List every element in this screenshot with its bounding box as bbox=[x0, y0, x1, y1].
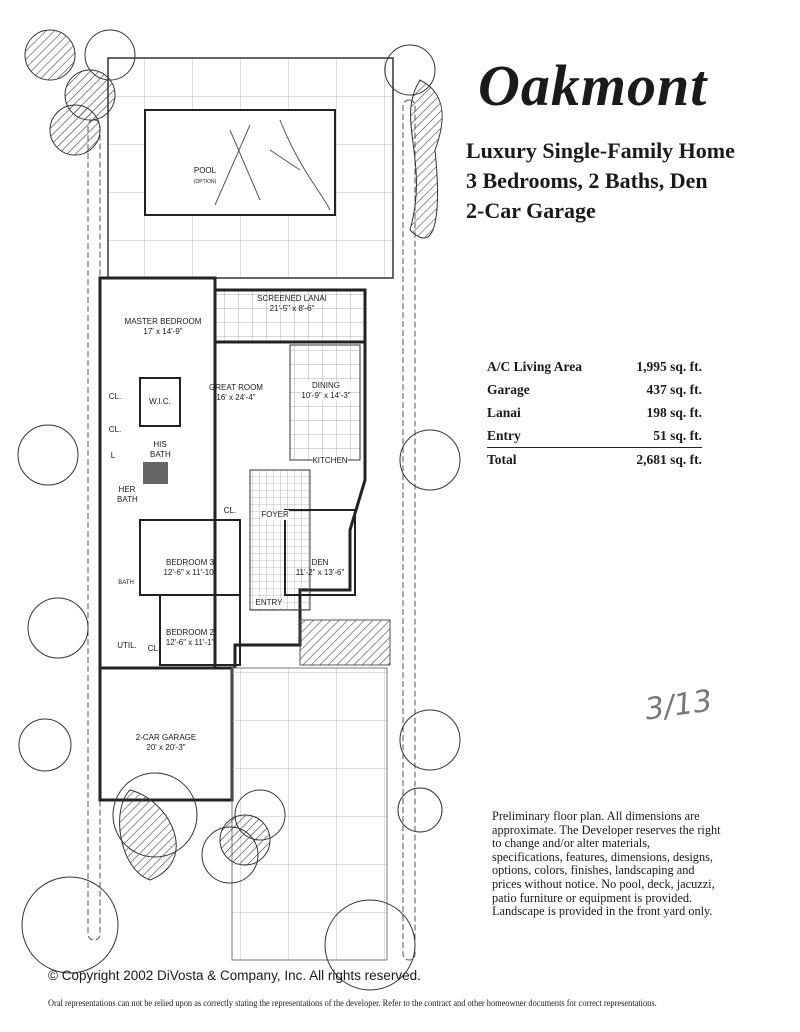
hedge-row-left bbox=[87, 119, 101, 941]
bed2-name: BEDROOM 2 bbox=[165, 628, 215, 637]
landscape-trees bbox=[17, 29, 461, 991]
dining-dims: 10'-9" x 14'-3" bbox=[301, 391, 351, 400]
area-value: 437 sq. ft. bbox=[646, 382, 702, 397]
kitchen-label: KITCHEN bbox=[312, 456, 348, 466]
area-label: Entry bbox=[487, 428, 521, 443]
pool-note: (OPTION) bbox=[193, 179, 217, 185]
garage-dims: 20' x 20'-3" bbox=[146, 743, 186, 752]
great-name: GREAT ROOM bbox=[209, 383, 263, 392]
bed3-name: BEDROOM 3 bbox=[165, 558, 214, 567]
bed3-dims: 12'-6" x 11'-10" bbox=[163, 568, 217, 577]
her-bath-label: HER BATH bbox=[117, 485, 138, 504]
closet-label: CL. bbox=[108, 392, 122, 401]
area-row: Garage 437 sq. ft. bbox=[487, 378, 702, 401]
area-row: A/C Living Area 1,995 sq. ft. bbox=[487, 355, 702, 378]
bath-label: BATH bbox=[118, 580, 134, 586]
area-row: Lanai 198 sq. ft. bbox=[487, 401, 702, 424]
area-row: Entry 51 sq. ft. bbox=[487, 424, 702, 447]
den-name: DEN bbox=[311, 558, 329, 567]
bed2-dims: 12'-6" x 11'-1" bbox=[165, 638, 215, 647]
area-value: 2,681 sq. ft. bbox=[636, 452, 702, 467]
subtitle-line-2: 3 Bedrooms, 2 Baths, Den bbox=[466, 168, 708, 193]
driveway bbox=[231, 667, 388, 961]
den-dims: 11'-2" x 13'-6" bbox=[295, 568, 345, 577]
garage bbox=[98, 666, 234, 802]
oral-representation-notice: Oral representations can not be relied u… bbox=[48, 998, 657, 1008]
area-label: Lanai bbox=[487, 405, 521, 420]
foyer-label: FOYER bbox=[261, 510, 289, 520]
pool-label: POOL (OPTION) bbox=[194, 166, 217, 187]
area-value: 51 sq. ft. bbox=[653, 428, 702, 443]
closet-label-3: CL. bbox=[223, 506, 237, 515]
pool-name: POOL bbox=[193, 166, 217, 175]
garage-name: 2-CAR GARAGE bbox=[135, 733, 197, 742]
area-value: 198 sq. ft. bbox=[646, 405, 702, 420]
great-dims: 16' x 24'-4" bbox=[216, 393, 256, 402]
entry-label: ENTRY bbox=[255, 598, 283, 608]
subtitle-line-1: Luxury Single-Family Home bbox=[466, 138, 735, 163]
linen-label: L bbox=[110, 451, 116, 460]
model-title: Oakmont bbox=[478, 53, 708, 118]
area-value: 1,995 sq. ft. bbox=[636, 359, 702, 374]
closet-label-2: CL. bbox=[108, 425, 122, 434]
lanai-name: SCREENED LANAI bbox=[257, 294, 327, 303]
lanai-dims: 21'-5" x 8'-6" bbox=[269, 304, 315, 313]
dining-name: DINING bbox=[311, 381, 340, 390]
his-bath-label: HIS BATH bbox=[150, 440, 171, 459]
master-name: MASTER BEDROOM bbox=[124, 317, 202, 326]
area-label: Total bbox=[487, 452, 517, 467]
util-label: UTIL. bbox=[117, 641, 137, 650]
area-label: Garage bbox=[487, 382, 530, 397]
master-dims: 17' x 14'-9" bbox=[143, 327, 183, 336]
closet-label-4: CL. bbox=[147, 644, 161, 653]
wic-label: W.I.C. bbox=[149, 397, 171, 406]
copyright: © Copyright 2002 DiVosta & Company, Inc.… bbox=[48, 968, 421, 983]
area-table: A/C Living Area 1,995 sq. ft. Garage 437 s… bbox=[487, 355, 702, 471]
area-label: A/C Living Area bbox=[487, 359, 583, 374]
subtitle-line-3: 2-Car Garage bbox=[466, 198, 596, 223]
lanai bbox=[213, 288, 367, 344]
hedge-row-right bbox=[402, 99, 416, 961]
area-total-row: Total 2,681 sq. ft. bbox=[487, 447, 702, 471]
pool bbox=[144, 109, 336, 216]
disclaimer: Preliminary floor plan. All dimensions a… bbox=[492, 809, 721, 919]
